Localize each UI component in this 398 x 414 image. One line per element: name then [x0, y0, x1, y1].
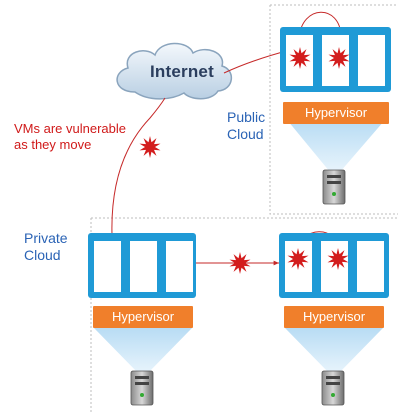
private-to-internet-migration-path [111, 97, 166, 236]
vm-slot [358, 35, 385, 86]
private-left-server-beam [94, 328, 192, 373]
vm-slot [166, 241, 193, 292]
internet-cloud-icon [116, 42, 232, 100]
threat-starburst-icon [328, 47, 350, 69]
private-right-hypervisor-bar: Hypervisor [284, 306, 384, 328]
private-vm-host-left [88, 233, 196, 298]
public-server-beam [288, 121, 384, 172]
vm-slot [130, 241, 157, 292]
server-tower-icon [130, 370, 154, 406]
threat-starburst-icon [327, 248, 349, 270]
vm-slot [94, 241, 121, 292]
vm-slot [357, 241, 384, 292]
server-tower-icon [321, 370, 345, 406]
private-left-hypervisor-bar: Hypervisor [93, 306, 193, 328]
private-right-server-beam [285, 328, 383, 373]
public-cloud-region [269, 4, 398, 215]
internet-label: Internet [150, 62, 214, 81]
threat-starburst-icon [289, 47, 311, 69]
vulnerability-note: VMs are vulnerable as they move [14, 121, 126, 152]
threat-starburst-icon [139, 136, 161, 158]
private-cloud-label: Private Cloud [24, 230, 68, 263]
server-tower-icon [322, 169, 346, 205]
public-hypervisor-bar: Hypervisor [283, 102, 389, 124]
threat-starburst-icon [287, 248, 309, 270]
vm-slot [321, 241, 348, 292]
threat-starburst-icon [229, 252, 251, 274]
public-cloud-label: Public Cloud [227, 109, 266, 142]
